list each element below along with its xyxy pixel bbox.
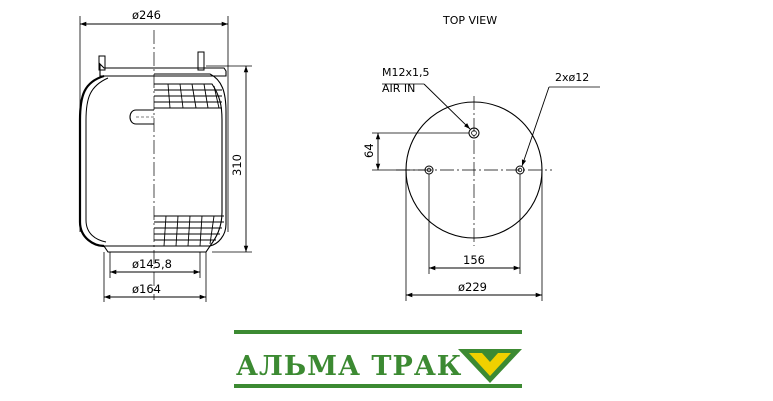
label-hole-spacing: 156 [463,253,485,267]
hatch-lower [154,215,224,247]
top-view-title: TOP VIEW [442,14,497,27]
label-base-inner: ø145,8 [132,257,172,271]
label-base-outer: ø164 [132,282,161,296]
base-plate [102,245,212,253]
stud-left [98,55,106,71]
top-cap-plate [99,62,227,77]
side-view [78,16,252,302]
leader-air-in [423,83,471,130]
label-top-diameter: ø246 [132,8,161,22]
label-air-in: AIR IN [382,82,415,95]
label-air-in-thread: M12x1,5 [382,66,430,79]
v-chevron-logo-icon [458,349,522,383]
label-holes: 2xø12 [555,71,589,84]
brand-rule-top [234,330,522,334]
air-inlet-stub [129,109,154,125]
brand-rule-bottom [234,384,522,388]
label-height: 310 [230,154,244,176]
hatch-upper [154,83,222,109]
label-offset: 64 [362,143,376,158]
leader-holes [521,86,550,167]
brand-name: АЛЬМА ТРАК [236,351,462,382]
top-view [372,83,600,301]
bellows-outline [78,74,105,248]
stud-right [197,51,205,71]
label-top-view-diameter: ø229 [458,280,487,294]
